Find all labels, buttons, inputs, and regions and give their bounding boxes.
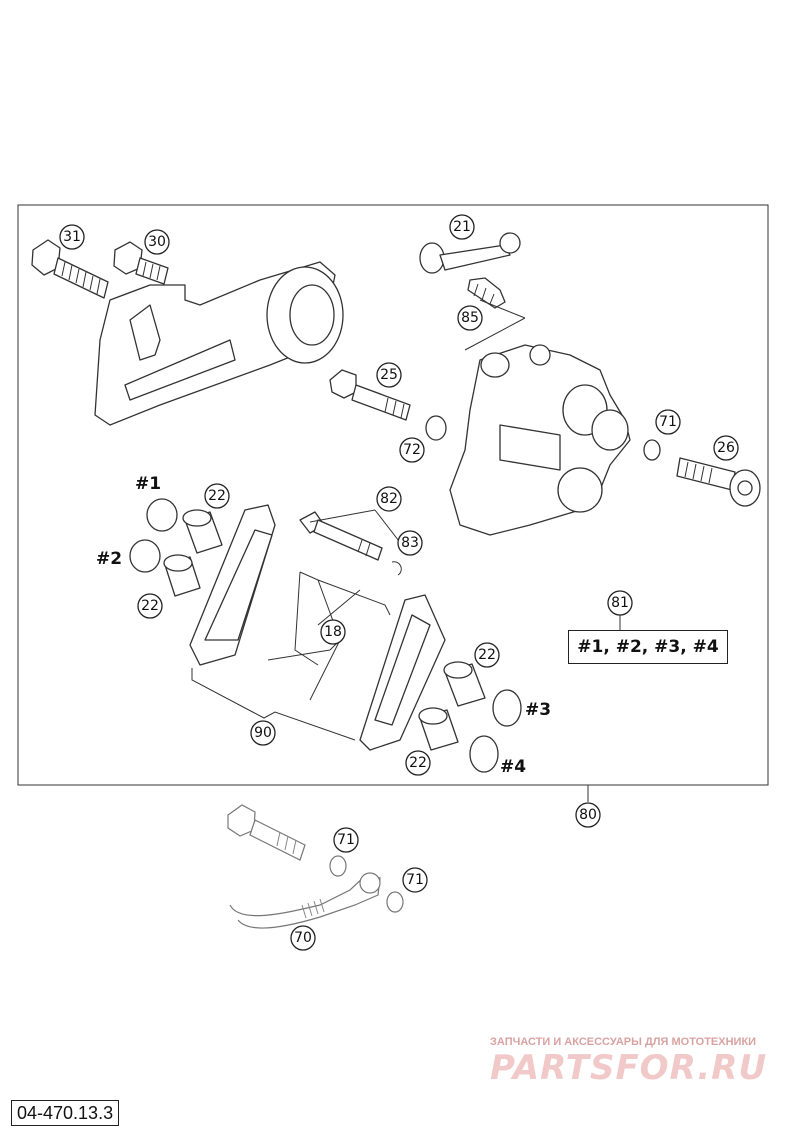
callout-71-upper: 71 [655,409,681,435]
brake-pad-left [189,504,276,666]
pad-spring-18 [267,571,391,701]
callout-30: 30 [144,229,170,255]
svg-text:81: 81 [611,595,629,611]
washer-71-upper [643,439,661,461]
callout-71-hose-lower: 71 [402,867,428,893]
callout-70: 70 [290,925,316,951]
position-label-2: #2 [96,549,122,569]
svg-text:71: 71 [406,872,424,888]
callout-81: 81 [607,590,633,616]
svg-text:22: 22 [141,598,159,614]
brake-hose-70 [229,872,381,929]
seal-4 [469,735,499,773]
svg-text:82: 82 [380,491,398,507]
svg-text:72: 72 [403,442,421,458]
callout-90: 90 [250,720,276,746]
document-code: 04-470.13.3 [11,1100,120,1126]
callout-71-hose-upper: 71 [333,827,359,853]
svg-text:26: 26 [717,440,735,456]
callout-80: 80 [575,802,601,828]
svg-text:70: 70 [294,930,312,946]
banjo-bolt [227,804,306,861]
assembly-frame [17,204,769,786]
seal-3 [492,689,522,727]
position-label-1: #1 [135,474,161,494]
svg-text:25: 25 [380,367,398,383]
piston-22-upper-right [443,661,486,707]
callout-18: 18 [320,619,346,645]
watermark-logo: PARTSFOR.RU [490,1048,768,1088]
pad-pin-82 [299,511,383,561]
piston-22-lower-right [418,707,459,751]
position-label-4: #4 [500,757,526,777]
svg-text:30: 30 [148,234,166,250]
svg-text:18: 18 [324,624,342,640]
svg-text:83: 83 [401,535,419,551]
callout-83: 83 [397,530,423,556]
bolt-30 [113,241,169,285]
svg-text:80: 80 [579,807,597,823]
callout-26: 26 [713,435,739,461]
brake-caliper [449,344,631,536]
caliper-bracket [94,261,344,426]
callout-85: 85 [457,305,483,331]
callout-22-upper-right: 22 [474,642,500,668]
svg-text:85: 85 [461,310,479,326]
callout-22-lower-right: 22 [405,750,431,776]
brake-pad-right [359,594,446,751]
watermark-tagline: ЗАПЧАСТИ И АКСЕССУАРЫ ДЛЯ МОТОТЕХНИКИ [490,1036,757,1048]
callout-22-lower-left: 22 [137,593,163,619]
callout-22-upper-left: 22 [204,483,230,509]
bolt-31 [31,239,109,299]
callout-82: 82 [376,486,402,512]
callout-21: 21 [449,214,475,240]
svg-text:22: 22 [409,755,427,771]
svg-text:71: 71 [659,414,677,430]
bolt-25 [329,369,411,421]
callout-31: 31 [59,224,85,250]
piston-22-lower-left [163,554,201,597]
bleeder-valve-85 [467,277,506,309]
bleeder-cap-21 [419,232,521,274]
piston-22-upper-left [182,509,223,554]
callout-25: 25 [376,362,402,388]
svg-text:31: 31 [63,229,81,245]
clip-83 [391,561,402,576]
seal-2 [129,539,161,573]
svg-text:21: 21 [453,219,471,235]
bolt-26 [676,457,761,507]
svg-text:22: 22 [478,647,496,663]
svg-text:90: 90 [254,725,272,741]
svg-text:71: 71 [337,832,355,848]
washer-72 [425,415,447,441]
repair-kit-set-label: #1, #2, #3, #4 [568,630,728,664]
washer-71-hose-lower [386,891,404,913]
svg-text:22: 22 [208,488,226,504]
seal-1 [146,498,178,532]
position-label-3: #3 [525,700,551,720]
callout-72: 72 [399,437,425,463]
washer-71-hose-upper [329,855,347,877]
